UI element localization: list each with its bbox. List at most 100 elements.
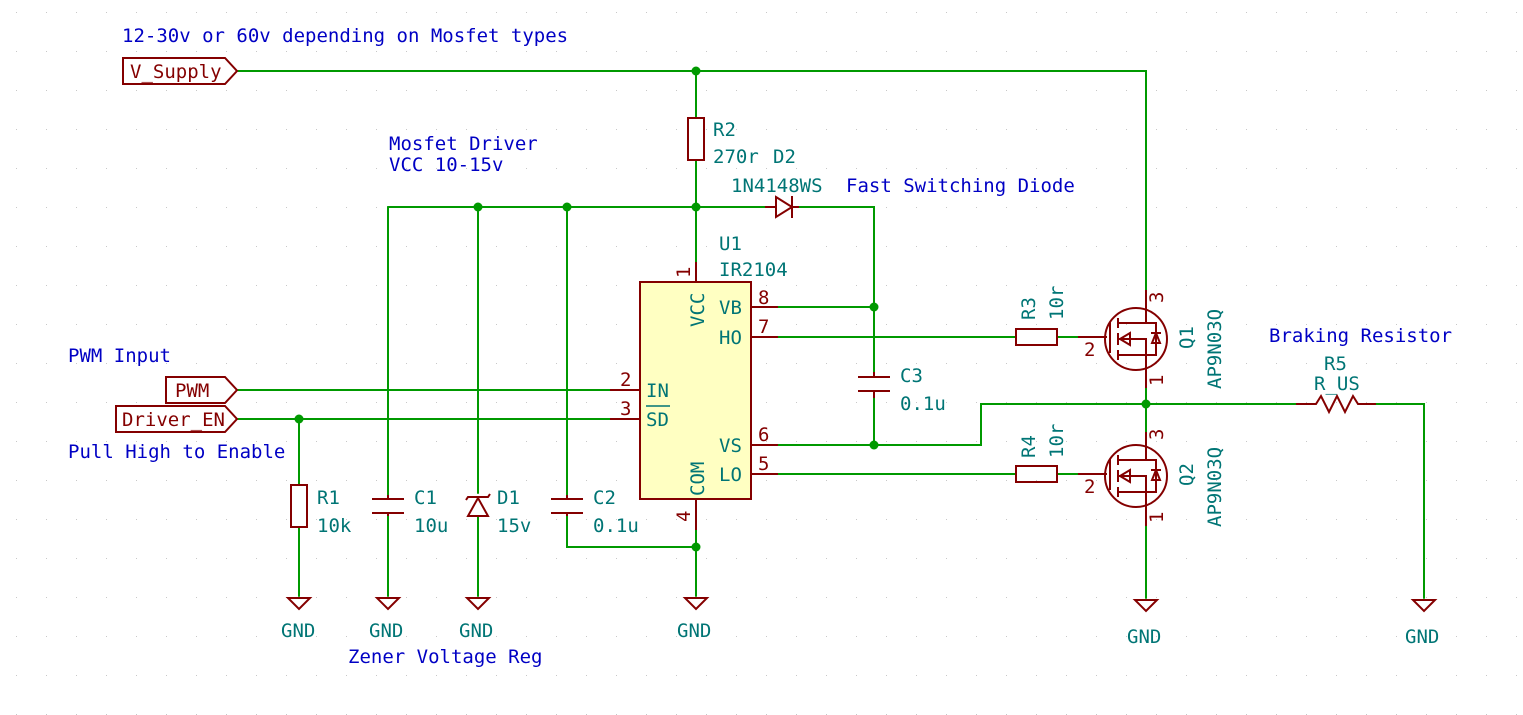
- grid-dot: [1276, 519, 1277, 520]
- grid-dot: [1096, 363, 1097, 364]
- gnd-com[interactable]: GND: [677, 597, 711, 642]
- grid-dot: [226, 285, 227, 286]
- grid-dot: [1096, 246, 1097, 247]
- c2-value: 0.1u: [593, 515, 639, 537]
- label-v-supply[interactable]: V_Supply: [122, 57, 239, 85]
- grid-dot: [16, 129, 17, 130]
- grid-dot: [1096, 12, 1097, 13]
- grid-dot: [1126, 363, 1127, 364]
- grid-dot: [1336, 558, 1337, 559]
- wire-r5-right[interactable]: [1375, 403, 1425, 599]
- grid-dot: [766, 480, 767, 481]
- grid-dot: [406, 558, 407, 559]
- label-pwm[interactable]: PWM: [165, 376, 239, 404]
- grid-dot: [1276, 168, 1277, 169]
- c1-capacitor[interactable]: C1 10u: [372, 487, 448, 537]
- grid-dot: [1366, 519, 1367, 520]
- grid-dot: [196, 168, 197, 169]
- grid-dot: [376, 636, 377, 637]
- wire-c2-gnd[interactable]: [566, 515, 697, 548]
- wire-vsupply[interactable]: [237, 70, 1147, 291]
- grid-dot: [16, 675, 17, 676]
- grid-dot: [346, 597, 347, 598]
- grid-dot: [1036, 480, 1037, 481]
- grid-dot: [586, 597, 587, 598]
- grid-dot: [1036, 285, 1037, 286]
- r3-resistor[interactable]: R3 10r: [1015, 286, 1068, 346]
- grid-dot: [226, 129, 227, 130]
- d2-diode[interactable]: D2 1N4148WS: [731, 146, 823, 219]
- d1-zener[interactable]: D1 15v: [465, 487, 531, 537]
- grid-dot: [556, 51, 557, 52]
- grid-dot: [436, 51, 437, 52]
- gnd-label: GND: [1127, 626, 1161, 648]
- grid-dot: [796, 90, 797, 91]
- gnd-label: GND: [1405, 626, 1439, 648]
- grid-dot: [1306, 246, 1307, 247]
- grid-dot: [1006, 129, 1007, 130]
- grid-dot: [766, 519, 767, 520]
- q2-mosfet[interactable]: 2 3 1 Q2 AP9N03Q: [1078, 429, 1226, 527]
- note-zener-reg: Zener Voltage Reg: [348, 646, 542, 668]
- wire-d2-out[interactable]: [798, 206, 875, 308]
- grid-dot: [1036, 597, 1037, 598]
- grid-dot: [346, 207, 347, 208]
- grid-dot: [976, 519, 977, 520]
- grid-dot: [1066, 480, 1067, 481]
- grid-dot: [976, 558, 977, 559]
- grid-dot: [886, 558, 887, 559]
- c3-capacitor[interactable]: C3 0.1u: [858, 365, 946, 415]
- grid-dot: [586, 129, 587, 130]
- grid-dot: [466, 636, 467, 637]
- grid-dot: [76, 12, 77, 13]
- c2-capacitor[interactable]: C2 0.1u: [551, 487, 639, 537]
- grid-dot: [1426, 441, 1427, 442]
- grid-dot: [376, 90, 377, 91]
- r4-resistor[interactable]: R4 10r: [1015, 424, 1068, 483]
- grid-dot: [1426, 51, 1427, 52]
- r1-resistor[interactable]: R1 10k: [290, 484, 352, 537]
- grid-dot: [196, 558, 197, 559]
- label-driver-en[interactable]: Driver_EN: [115, 405, 239, 433]
- gnd-q2[interactable]: GND: [1127, 599, 1161, 648]
- grid-dot: [286, 480, 287, 481]
- grid-dot: [856, 636, 857, 637]
- grid-dot: [1156, 597, 1157, 598]
- gnd-r1[interactable]: GND: [281, 597, 315, 642]
- grid-dot: [196, 285, 197, 286]
- grid-dot: [406, 129, 407, 130]
- grid-dot: [406, 90, 407, 91]
- gnd-label: GND: [281, 620, 315, 642]
- grid-dot: [976, 324, 977, 325]
- gnd-c1[interactable]: GND: [369, 597, 403, 642]
- grid-dot: [1156, 519, 1157, 520]
- r5-value: R_US: [1314, 373, 1360, 395]
- grid-dot: [736, 168, 737, 169]
- grid-dot: [856, 90, 857, 91]
- grid-dot: [406, 363, 407, 364]
- q1-mosfet[interactable]: 2 3 1 Q1 AP9N03Q: [1078, 290, 1226, 389]
- gnd-r5[interactable]: GND: [1405, 599, 1439, 648]
- grid-dot: [1396, 207, 1397, 208]
- r2-resistor[interactable]: R2 270r: [687, 117, 759, 168]
- grid-dot: [1126, 12, 1127, 13]
- r4-ref: R4: [1018, 435, 1040, 458]
- grid-dot: [76, 246, 77, 247]
- grid-dot: [436, 402, 437, 403]
- grid-dot: [946, 129, 947, 130]
- grid-dot: [466, 324, 467, 325]
- gnd-d1[interactable]: GND: [459, 597, 493, 642]
- grid-dot: [856, 324, 857, 325]
- grid-dot: [76, 558, 77, 559]
- u1-ir2104[interactable]: 1 4 2 3 8 7 6 5 VCC COM IN SD VB HO VS L…: [610, 233, 788, 530]
- wire-vs[interactable]: [777, 403, 1147, 446]
- u1-body: [639, 281, 752, 500]
- grid-dot: [1516, 246, 1517, 247]
- grid-dot: [46, 12, 47, 13]
- grid-dot: [1066, 129, 1067, 130]
- d1-triangle: [466, 495, 490, 517]
- grid-dot: [316, 363, 317, 364]
- r5-resistor[interactable]: R5 R_US: [1296, 353, 1376, 415]
- grid-dot: [46, 207, 47, 208]
- grid-dot: [1396, 597, 1397, 598]
